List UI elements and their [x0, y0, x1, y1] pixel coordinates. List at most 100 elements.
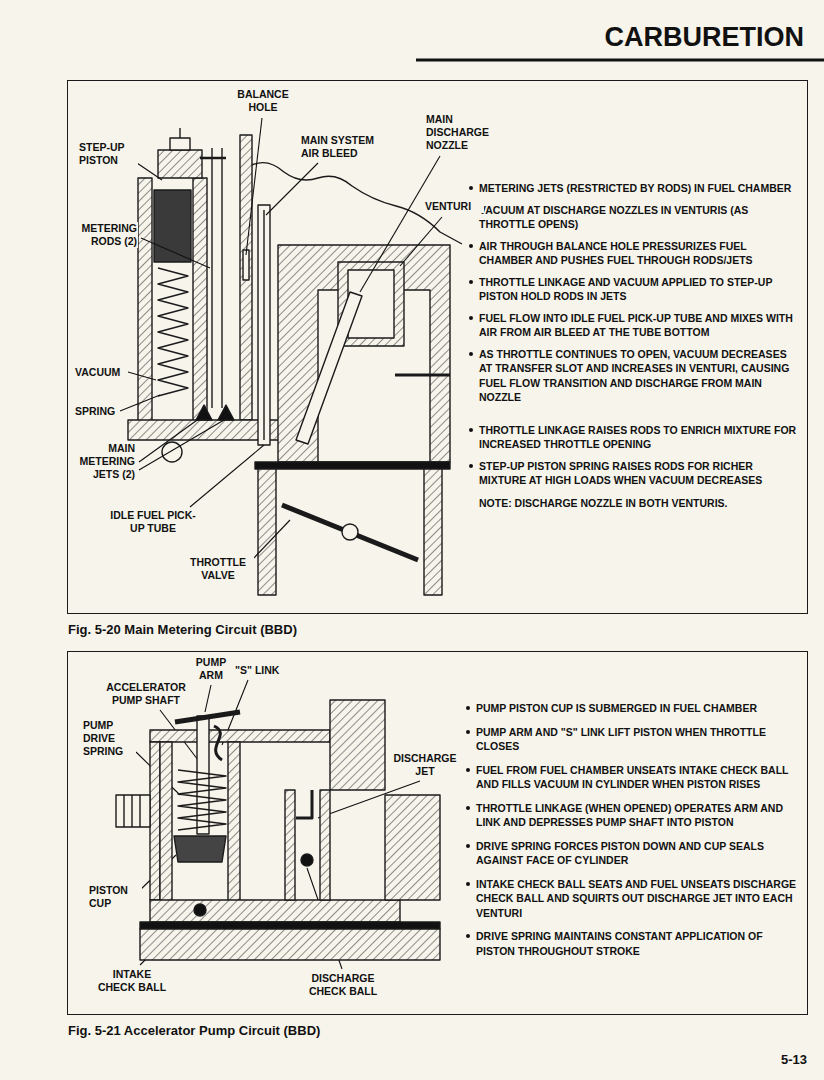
main-metering-section [296, 292, 362, 444]
part-label: INTAKE CHECK BALL [92, 968, 172, 994]
main-metering-section [162, 442, 182, 462]
accelerator-pump-section [131, 795, 132, 827]
main-metering-section [218, 405, 234, 420]
part-label: ACCELERATOR PUMP SHAFT [100, 681, 192, 707]
bullet-text: THROTTLE LINKAGE (WHEN OPENED) OPERATES … [476, 801, 798, 830]
leader-lines [190, 445, 264, 507]
accelerator-pump-section [116, 700, 440, 960]
accelerator-pump-section [330, 700, 385, 790]
main-metering-section [158, 268, 188, 396]
accelerator-pump-section [160, 742, 172, 902]
bullet-text: PUMP ARM AND "S" LINK LIFT PISTON WHEN T… [476, 725, 798, 754]
bullet-dot [469, 186, 473, 190]
bullet-dot [466, 806, 470, 810]
bullet-dot [466, 882, 470, 886]
part-label: VACUUM [74, 366, 128, 379]
part-label: METERING RODS (2) [72, 222, 138, 248]
accelerator-pump-section [197, 716, 209, 834]
note-text: NOTE: DISCHARGE NOZZLE IN BOTH VENTURIS. [479, 496, 799, 511]
part-label: THROTTLE VALVE [182, 556, 254, 582]
part-label: "S" LINK [234, 664, 286, 677]
main-metering-section [170, 138, 190, 150]
bullet-dot [469, 280, 473, 284]
page-number: 5-13 [754, 1052, 808, 1068]
part-label: PUMP ARM [189, 656, 233, 682]
main-metering-section [179, 128, 180, 138]
accelerator-pump-section [150, 742, 160, 900]
main-metering-section [395, 374, 450, 377]
bullet-dot [466, 768, 470, 772]
bullet-dot [469, 244, 473, 248]
main-metering-section [200, 157, 226, 160]
bullet-dot [469, 464, 473, 468]
accelerator-pump-section [123, 795, 124, 827]
main-metering-section [282, 505, 418, 560]
accelerator-pump-section [116, 795, 150, 827]
bullet-text: AIR THROUGH BALANCE HOLE PRESSURIZES FUE… [479, 239, 799, 268]
bullet-dot [466, 730, 470, 734]
main-metering-section [255, 462, 450, 469]
accelerator-pump-section [178, 770, 226, 830]
part-label: IDLE FUEL PICK-UP TUBE [104, 509, 202, 535]
bullet-dot [466, 844, 470, 848]
part-label: MAIN METERING JETS (2) [68, 442, 136, 481]
leader-lines [252, 520, 290, 560]
part-label: DISCHARGE JET [388, 752, 462, 778]
header-rule [416, 59, 824, 62]
bullet-text: METERING JETS (RESTRICTED BY RODS) IN FU… [479, 181, 799, 196]
bullet-text: PUMP PISTON CUP IS SUBMERGED IN FUEL CHA… [476, 701, 798, 716]
bullet-dot [466, 934, 470, 938]
main-metering-section [342, 524, 358, 540]
accelerator-pump-section [194, 904, 206, 916]
bullet-text: STEP-UP PISTON SPRING RAISES RODS FOR RI… [479, 459, 799, 488]
leader-lines [134, 161, 162, 180]
main-metering-section [138, 178, 152, 428]
bullet-text: INTAKE CHECK BALL SEATS AND FUEL UNSEATS… [476, 877, 798, 921]
bullet-text: DRIVE SPRING FORCES PISTON DOWN AND CUP … [476, 839, 798, 868]
accelerator-pump-section [139, 795, 140, 827]
accelerator-pump-section [150, 900, 400, 922]
leader-lines [139, 420, 224, 470]
part-label: PISTON CUP [88, 884, 142, 910]
part-label: DISCHARGE CHECK BALL [302, 972, 384, 998]
accelerator-pump-section [285, 790, 295, 900]
accelerator-pump-section [320, 790, 330, 900]
leader-lines [205, 685, 211, 712]
part-label: MAIN SYSTEM AIR BLEED [300, 134, 388, 160]
bullet-text: DRIVE SPRING MAINTAINS CONSTANT APPLICAT… [476, 929, 798, 958]
bullet-dot [466, 706, 470, 710]
figure-caption: Fig. 5-21 Accelerator Pump Circuit (BBD) [68, 1023, 320, 1039]
figure-caption: Fig. 5-20 Main Metering Circuit (BBD) [68, 622, 297, 638]
part-label: VENTURI [424, 200, 484, 213]
leader-lines [400, 217, 442, 266]
accelerator-pump-section [174, 836, 226, 862]
main-metering-section [240, 135, 252, 420]
bullet-dot [469, 428, 473, 432]
accelerator-pump-section [228, 742, 240, 902]
leader-lines [141, 238, 210, 268]
bullet-text: AS THROTTLE CONTINUES TO OPEN, VACUUM DE… [479, 347, 799, 405]
main-metering-section [211, 148, 212, 408]
main-metering-section [221, 148, 222, 408]
main-metering-section [263, 210, 264, 440]
leader-lines [246, 118, 262, 255]
main-metering-section [128, 420, 298, 440]
bullet-text: VACUUM AT DISCHARGE NOZZLES IN VENTURIS … [479, 203, 799, 232]
leader-lines [128, 372, 156, 380]
bullet-text: THROTTLE LINKAGE AND VACUUM APPLIED TO S… [479, 275, 799, 304]
bullet-dot [469, 316, 473, 320]
header-rule [416, 60, 824, 61]
accelerator-pump-section [214, 726, 222, 760]
accelerator-pump-section [385, 795, 440, 900]
bullet-text: THROTTLE LINKAGE RAISES RODS TO ENRICH M… [479, 423, 799, 452]
main-metering-section [258, 469, 276, 595]
accelerator-pump-section [296, 790, 312, 818]
leader-lines [266, 163, 318, 215]
accelerator-pump-section [140, 922, 440, 929]
accelerator-pump-section [140, 929, 440, 960]
page-title: CARBURETION [605, 22, 805, 53]
accelerator-pump-section [175, 712, 240, 722]
part-label: BALANCE HOLE [232, 88, 294, 114]
accelerator-pump-section [301, 854, 313, 866]
